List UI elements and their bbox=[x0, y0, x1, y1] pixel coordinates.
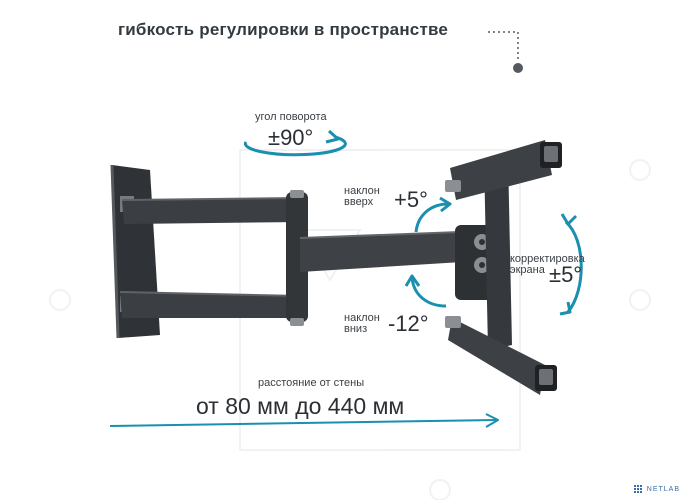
screen-correction-arrow-icon bbox=[559, 213, 583, 316]
tilt-down-value: -12° bbox=[388, 311, 429, 336]
lower-arm bbox=[119, 291, 302, 318]
screen-correction-value: ±5° bbox=[549, 262, 583, 287]
page-title: гибкость регулировки в пространстве bbox=[118, 20, 449, 39]
rotation-caption: угол поворота bbox=[255, 111, 327, 123]
elbow-joint bbox=[286, 190, 308, 326]
tilt-up-value: +5° bbox=[394, 187, 428, 212]
tilt-down-arrow-icon bbox=[404, 274, 447, 308]
dotted-leader-icon bbox=[488, 31, 523, 73]
brand-logo: NETLAB bbox=[633, 485, 680, 494]
screen-correction-caption-line2: экрана bbox=[510, 264, 545, 276]
logo-text: NETLAB bbox=[646, 486, 680, 493]
rotation-arrow-icon bbox=[243, 129, 347, 157]
tilt-down-caption-line1: наклон bbox=[344, 312, 380, 324]
tilt-down-caption-line2: вниз bbox=[344, 323, 368, 335]
screen-correction-caption-line1: корректировка bbox=[510, 253, 585, 265]
top-rail bbox=[445, 140, 562, 200]
tilt-up-caption-line1: наклон bbox=[344, 185, 380, 197]
distance-value: от 80 мм до 440 мм bbox=[196, 393, 405, 419]
logo-icon bbox=[633, 485, 643, 494]
distance-arrow-icon bbox=[109, 413, 499, 428]
rotation-value: ±90° bbox=[268, 125, 314, 150]
tilt-up-caption-line2: вверх bbox=[344, 196, 374, 208]
vesa-plate bbox=[484, 156, 512, 350]
tilt-up-arrow-icon bbox=[414, 196, 452, 233]
distance-caption: расстояние от стены bbox=[258, 377, 365, 389]
extension-arm bbox=[299, 231, 462, 272]
bottom-rail bbox=[445, 316, 557, 395]
upper-arm bbox=[121, 197, 303, 224]
